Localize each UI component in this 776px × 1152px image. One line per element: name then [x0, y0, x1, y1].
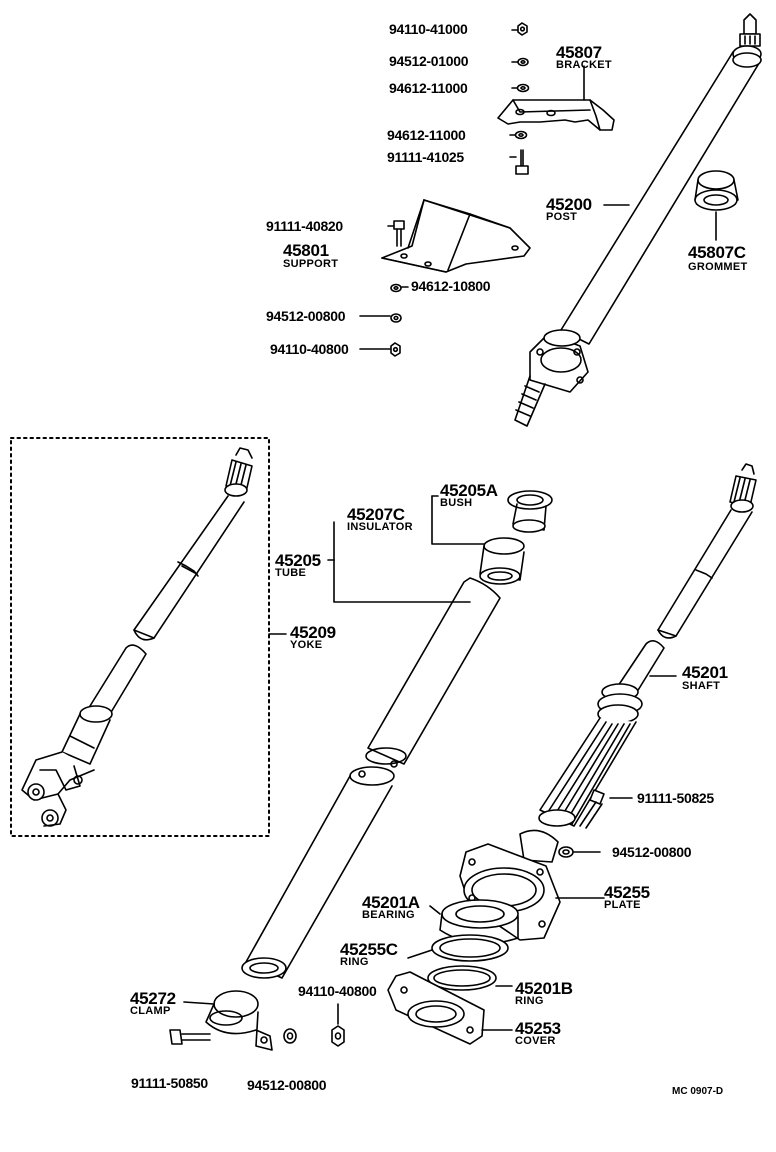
ring-45255c: [407, 934, 509, 962]
label-45205a-name: BUSH: [440, 497, 473, 509]
label-45807-number: 45807: [556, 43, 602, 62]
label-94512-00800-c: 94512-00800: [247, 1077, 327, 1093]
clamp-45272: [183, 990, 273, 1051]
label-45205-name: TUBE: [275, 567, 307, 579]
label-94110-40800-b: 94110-40800: [298, 983, 377, 999]
bracket-45807: [497, 65, 615, 131]
tube-45205-upper: [327, 521, 501, 768]
label-94110-41000: 94110-41000: [389, 21, 468, 37]
label-45807c-name: GROMMET: [688, 261, 748, 273]
label-45205-number: 45205: [275, 551, 321, 570]
label-45207c-name: INSULATOR: [347, 521, 413, 533]
label-91111-41025: 91111-41025: [387, 149, 464, 165]
label-91111-40820: 91111-40820: [266, 218, 343, 234]
label-45801-name: SUPPORT: [283, 258, 339, 270]
label-94512-01000: 94512-01000: [389, 53, 469, 69]
bolt-91111-50850: [169, 1029, 211, 1045]
label-45200-name: POST: [546, 211, 578, 223]
label-94612-10800: 94612-10800: [411, 278, 491, 294]
bolt-91111-41025: [509, 149, 529, 175]
label-45255-name: PLATE: [604, 899, 641, 911]
label-45209-number: 45209: [290, 623, 336, 642]
bearing-45201a: [429, 899, 519, 945]
label-45807-name: BRACKET: [556, 59, 612, 71]
label-45272-number: 45272: [130, 989, 176, 1008]
bush-45205a: [431, 490, 553, 545]
label-91111-50825: 91111-50825: [637, 790, 714, 806]
washer-94512-00800-c: [283, 1028, 297, 1044]
label-45205a-number: 45205A: [440, 481, 498, 500]
label-45201b-name: RING: [515, 995, 544, 1007]
label-45207c-number: 45207C: [347, 505, 405, 524]
washer-94512-00800-a: [359, 313, 402, 323]
label-94512-00800-b: 94512-00800: [612, 844, 692, 860]
label-45807c-number: 45807C: [688, 243, 746, 262]
label-45201-name: SHAFT: [682, 680, 721, 692]
label-45201-number: 45201: [682, 663, 728, 682]
bolt-91111-40820: [387, 220, 405, 247]
insulator-45207c: [479, 537, 525, 585]
diagram-code: MC 0907-D: [672, 1086, 724, 1097]
nut-94110-41000: [511, 22, 528, 36]
label-45272-name: CLAMP: [130, 1005, 171, 1017]
label-45253-number: 45253: [515, 1019, 561, 1038]
label-45801-number: 45801: [283, 241, 329, 260]
cover-45253: [387, 971, 513, 1045]
washer-94512-00800-b: [558, 846, 601, 858]
label-45201b-number: 45201B: [515, 979, 573, 998]
label-45255-number: 45255: [604, 883, 650, 902]
label-45209-name: YOKE: [290, 639, 323, 651]
label-45200-number: 45200: [546, 195, 592, 214]
grommet-45807c: [694, 170, 739, 241]
label-45255c-number: 45255C: [340, 940, 398, 959]
support-45801: [381, 199, 531, 273]
yoke-45209: [10, 437, 287, 837]
tube-45205-lower: [241, 766, 395, 979]
bolt-91111-50825: [579, 789, 633, 829]
ring-45201b: [427, 965, 513, 991]
nut-94110-40800-b: [331, 1003, 345, 1047]
label-45253-name: COVER: [515, 1035, 556, 1047]
label-94110-40800-a: 94110-40800: [270, 341, 349, 357]
label-45201a-name: BEARING: [362, 909, 415, 921]
label-94612-11000-a: 94612-11000: [389, 80, 468, 96]
washer-94512-01000: [511, 57, 529, 67]
label-94612-11000-b: 94612-11000: [387, 127, 466, 143]
washer-94612-10800: [390, 283, 409, 293]
label-45201a-number: 45201A: [362, 893, 420, 912]
shaft-45201: [538, 463, 757, 827]
washer-94612-11000-b: [509, 130, 528, 140]
nut-94110-40800-a: [359, 342, 401, 357]
label-91111-50850: 91111-50850: [131, 1075, 208, 1091]
label-94512-00800-a: 94512-00800: [266, 308, 346, 324]
post-45200: [514, 13, 762, 427]
washer-94612-11000-a: [511, 83, 530, 93]
label-45255c-name: RING: [340, 956, 369, 968]
